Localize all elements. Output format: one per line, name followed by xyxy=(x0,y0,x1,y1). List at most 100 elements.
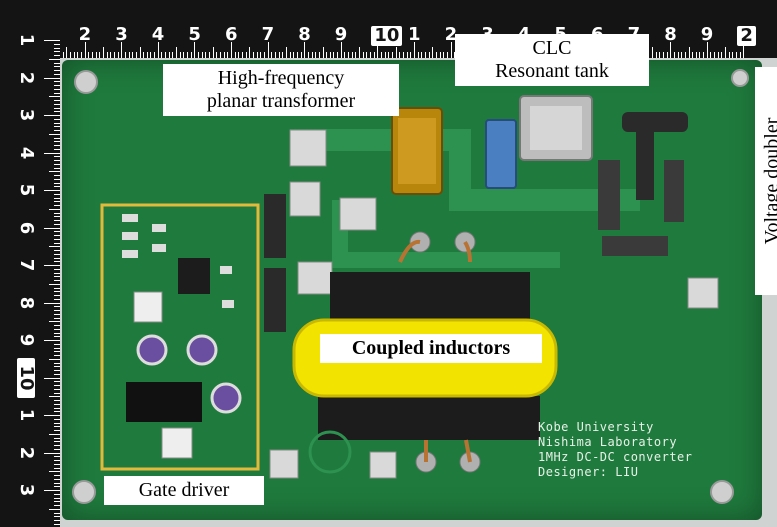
ruler-tick xyxy=(77,52,79,58)
ruler-tick xyxy=(234,52,236,58)
ruler-tick xyxy=(54,212,60,214)
ruler-tick xyxy=(54,250,60,251)
solder-pad xyxy=(339,197,377,231)
ruler-tick xyxy=(54,130,60,131)
ruler-tick xyxy=(54,445,60,446)
ruler-tick xyxy=(54,223,60,225)
ruler-top: 123456789101234567892 xyxy=(0,0,777,58)
mosfet xyxy=(264,268,286,332)
input-pad xyxy=(269,449,299,479)
ruler-tick xyxy=(54,145,60,146)
silkscreen-line: 1MHz DC-DC converter xyxy=(538,450,693,464)
ruler-tick xyxy=(54,235,60,236)
ruler-tick xyxy=(432,47,434,58)
ruler-tick xyxy=(220,52,222,58)
ruler-tick xyxy=(49,433,60,435)
smd-component xyxy=(122,214,138,222)
ruler-tick xyxy=(49,133,60,135)
ruler-tick xyxy=(54,100,60,101)
ruler-tick xyxy=(54,366,60,368)
ruler-tick xyxy=(54,291,60,293)
ruler-tick xyxy=(44,452,60,454)
ruler-tick xyxy=(49,283,60,285)
ruler-tick xyxy=(54,107,60,109)
ruler-tick xyxy=(54,280,60,281)
ruler-tick xyxy=(54,351,60,353)
ruler-tick xyxy=(54,475,60,476)
ruler-tick xyxy=(249,47,251,58)
ruler-tick xyxy=(54,478,60,480)
ruler-tick xyxy=(117,52,119,58)
ruler-tick xyxy=(54,516,60,518)
ruler-tick xyxy=(54,51,60,53)
ruler-tick xyxy=(198,52,200,58)
ruler-tick xyxy=(54,407,60,409)
ruler-tick xyxy=(54,148,60,150)
ruler-tick xyxy=(54,460,60,461)
ruler-tick xyxy=(54,220,60,221)
ruler-tick xyxy=(424,52,426,58)
ruler-tick xyxy=(278,52,280,58)
ruler-tick xyxy=(54,512,60,514)
ruler-tick xyxy=(54,456,60,458)
ruler-tick xyxy=(54,253,60,255)
resonant-inductor-inner xyxy=(530,106,582,150)
ruler-tick xyxy=(80,52,82,58)
ruler-tick xyxy=(49,208,60,210)
ruler-tick xyxy=(54,336,60,338)
ruler-tick xyxy=(88,52,90,58)
callout-coupled-inductors: Coupled inductors xyxy=(320,334,542,363)
ruler-tick xyxy=(54,205,60,206)
ruler-tick xyxy=(44,40,60,41)
ruler-tick xyxy=(44,340,60,341)
ruler-tick xyxy=(128,52,130,58)
connector xyxy=(161,427,193,459)
ruler-tick xyxy=(289,52,291,58)
ruler-tick xyxy=(351,52,353,58)
ruler-tick xyxy=(337,52,339,58)
ruler-tick xyxy=(49,358,60,360)
ruler-tick xyxy=(54,437,60,439)
ruler-tick xyxy=(54,186,60,188)
ruler-tick xyxy=(304,42,306,58)
copper-winding xyxy=(398,239,421,263)
ruler-tick xyxy=(703,52,705,58)
ruler-tick xyxy=(49,96,60,98)
ruler-tick xyxy=(124,52,126,58)
ruler-tick xyxy=(403,52,405,58)
callout-transformer-line1: High-frequency xyxy=(217,67,345,89)
ruler-tick xyxy=(54,182,60,184)
ruler-tick xyxy=(187,52,189,58)
ruler-tick xyxy=(54,276,60,278)
ruler-tick xyxy=(692,52,694,58)
ruler-tick xyxy=(54,103,60,105)
silkscreen-line: Designer: LIU xyxy=(538,465,639,479)
ruler-tick xyxy=(54,313,60,315)
ruler-tick xyxy=(443,52,445,58)
ruler-tick xyxy=(274,52,276,58)
electrolytic-capacitor xyxy=(210,382,242,414)
ruler-tick xyxy=(49,471,60,473)
ruler-top-label: 2 xyxy=(737,26,756,46)
solder-pad xyxy=(297,261,333,295)
ruler-tick xyxy=(54,167,60,169)
ruler-tick xyxy=(406,52,408,58)
ruler-tick xyxy=(54,493,60,495)
ruler-tick xyxy=(454,52,456,58)
copper-winding xyxy=(464,439,472,463)
ruler-tick xyxy=(728,52,730,58)
ruler-tick xyxy=(435,52,437,58)
ruler-tick xyxy=(699,52,701,58)
ruler-tick xyxy=(54,88,60,90)
ruler-tick xyxy=(54,287,60,289)
ruler-tick xyxy=(743,42,745,58)
ruler-tick xyxy=(285,47,287,58)
capacitor-outline xyxy=(308,430,352,474)
ruler-tick xyxy=(355,52,357,58)
ruler-tick xyxy=(44,115,60,116)
ruler-top-label: 2 xyxy=(444,24,458,45)
ruler-tick xyxy=(54,257,60,259)
ruler-top-label: 8 xyxy=(298,24,311,45)
output-pad xyxy=(687,277,719,309)
ruler-tick xyxy=(681,52,683,58)
